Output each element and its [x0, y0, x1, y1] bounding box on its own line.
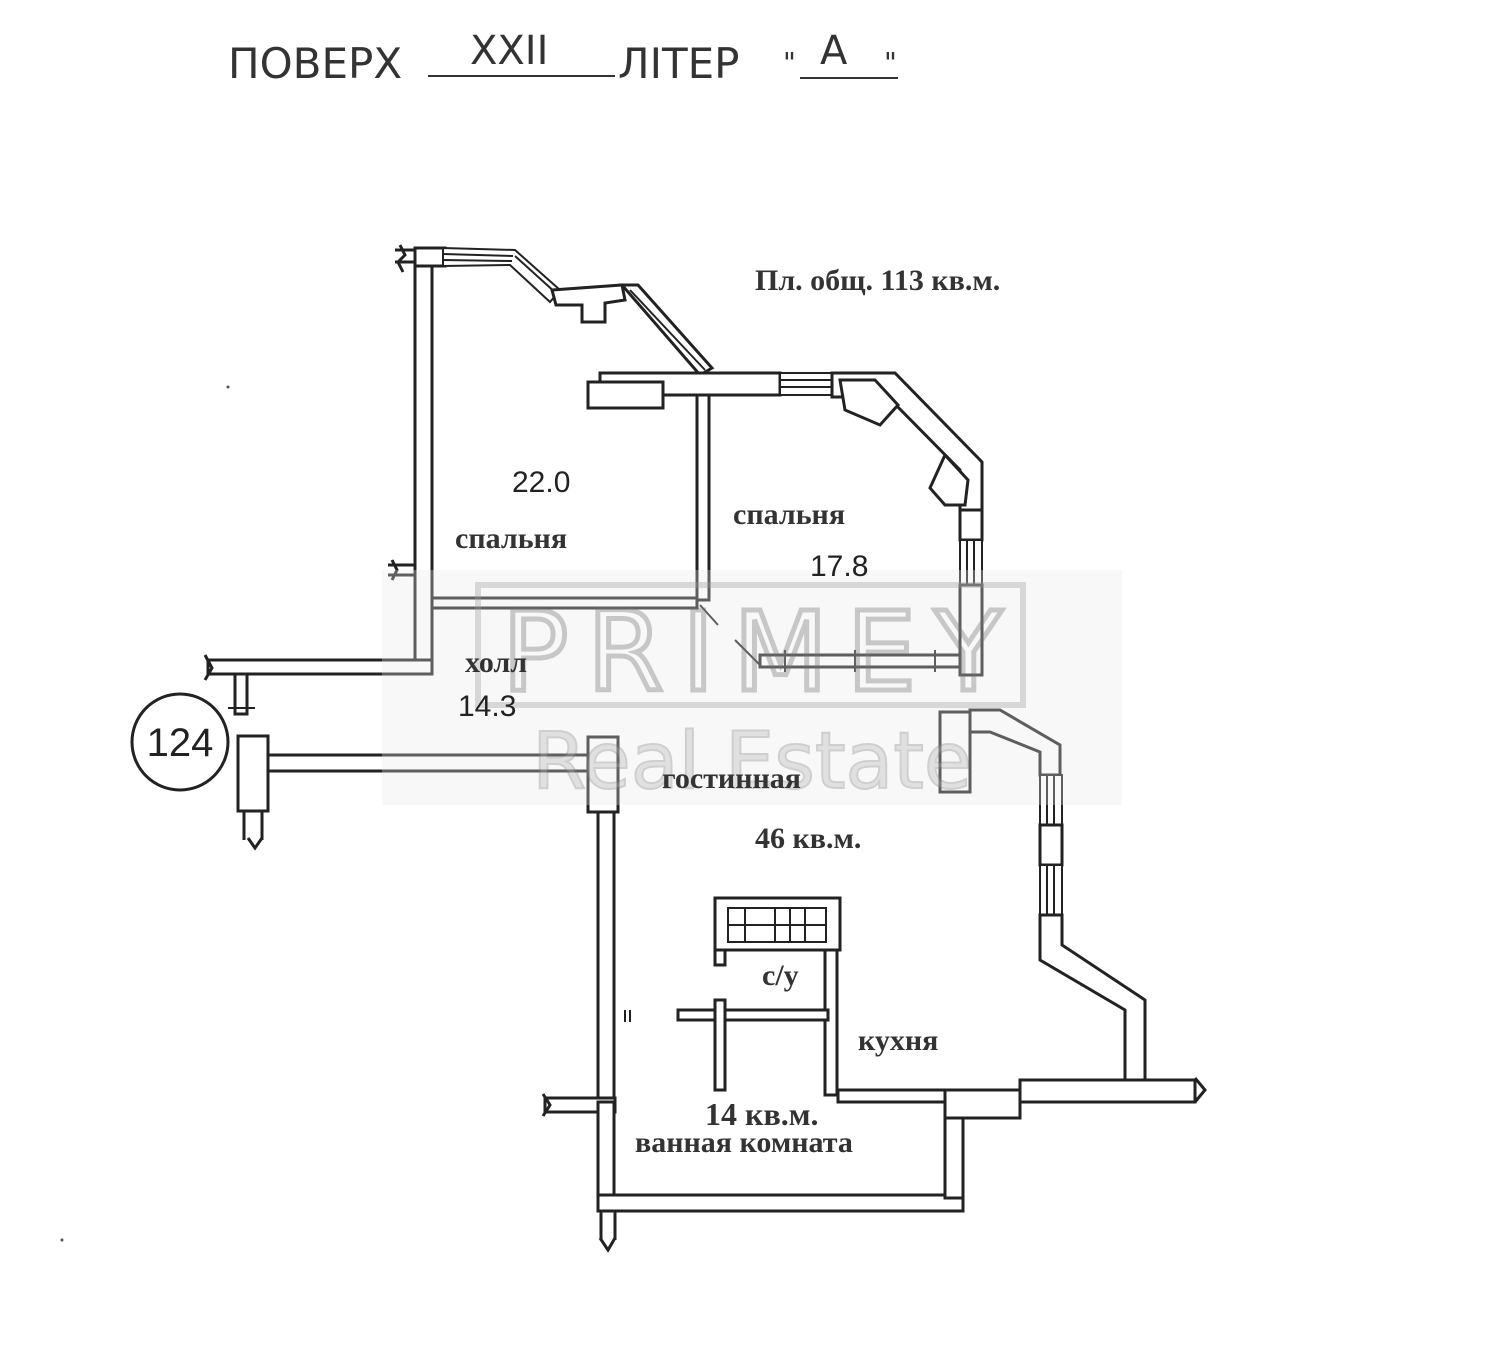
floor-word: ПОВЕРХ: [228, 39, 402, 88]
hall-area: 14.3: [458, 690, 516, 723]
liter-quote-close: ": [884, 46, 897, 79]
floor-value: XXII: [470, 28, 548, 74]
bathroom-area: 14 кв.м.: [705, 1096, 819, 1132]
living-name: гостинная: [662, 762, 801, 795]
apartment-number-marker: 124: [130, 692, 230, 792]
stray-dot: [60, 1238, 64, 1242]
watermark-sub: Real Estate: [532, 717, 972, 807]
total-area: Пл. общ. 113 кв.м.: [755, 264, 1000, 297]
bedroom-2-area: 17.8: [810, 550, 868, 583]
kitchen-name: кухня: [858, 1024, 938, 1057]
room-labels: 22.0 спальня спальня 17.8 холл 14.3 гост…: [455, 466, 938, 1159]
apartment-number-circle: [130, 692, 230, 792]
liter-quote-open: ": [783, 46, 796, 79]
watermark-box: [475, 582, 1026, 708]
walls: [203, 244, 1207, 1253]
bedroom-1-area: 22.0: [512, 466, 570, 499]
wc-name: с/у: [762, 959, 799, 992]
living-area: 46 кв.м.: [755, 822, 861, 855]
watermark: P R I M E Y Real Estate: [382, 570, 1122, 808]
liter-word: ЛІТЕР: [618, 39, 740, 88]
plan-header: ПОВЕРХ XXII ЛІТЕР " А ": [228, 28, 898, 88]
watermark-backdrop: [382, 570, 1122, 805]
watermark-brand: P R I M E Y: [502, 588, 1003, 716]
liter-value: А: [820, 28, 848, 74]
hall-name: холл: [465, 646, 527, 679]
bathroom-name: ванная комната: [635, 1126, 853, 1159]
bedroom-2-name: спальня: [733, 498, 845, 531]
apartment-number: 124: [147, 721, 214, 765]
stray-dot: [226, 385, 230, 389]
bedroom-1-name: спальня: [455, 522, 567, 555]
